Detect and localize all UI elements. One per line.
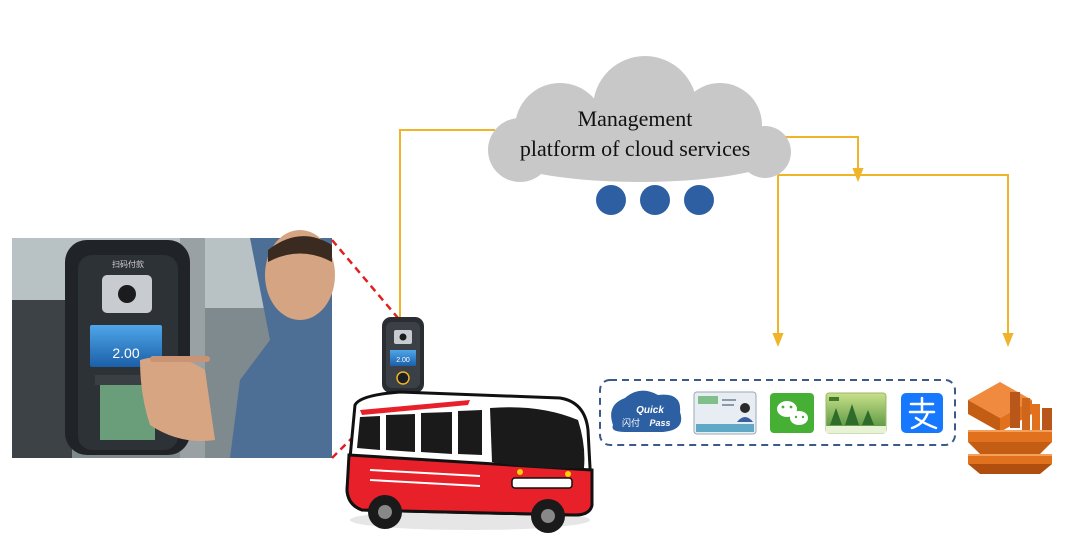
quickpass-en-text: Pass [649,418,670,428]
cloud-label-line1: Management [577,106,693,131]
quickpass-cn-text: 闪付 [622,418,640,429]
wechat-icon [770,393,814,433]
cloud-label-line2: platform of cloud services [519,136,751,161]
connector-lines [399,129,1014,347]
pos-device-icon: 2.00 [382,317,424,393]
connector-device-to-cloud [399,129,495,318]
dot [684,185,714,215]
quickpass-top-text: Quick [636,405,664,416]
bus-icon [345,390,594,533]
quickpass-icon: Quick 闪付 Pass [611,390,682,432]
cloud-label: Management platform of cloud services [480,104,790,164]
payment-methods-frame [599,379,956,446]
terminal-header-text: 扫码付款 [112,259,144,269]
alipay-icon [901,393,943,433]
id-card-icon [693,391,757,435]
terminal-photo: 扫码付款 2.00 [12,230,335,458]
dot [640,185,670,215]
cloud-shape [488,56,791,182]
dot [596,185,626,215]
connector-cloud-to-junction [780,136,864,182]
terminal-screen-amount: 2.00 [112,345,139,361]
ellipsis-dots [596,185,714,215]
transit-card-icon [825,392,887,434]
device-screen-amount: 2.00 [396,357,410,364]
connector-junction-to-stack [778,174,1014,347]
server-stack-icon [968,382,1052,474]
